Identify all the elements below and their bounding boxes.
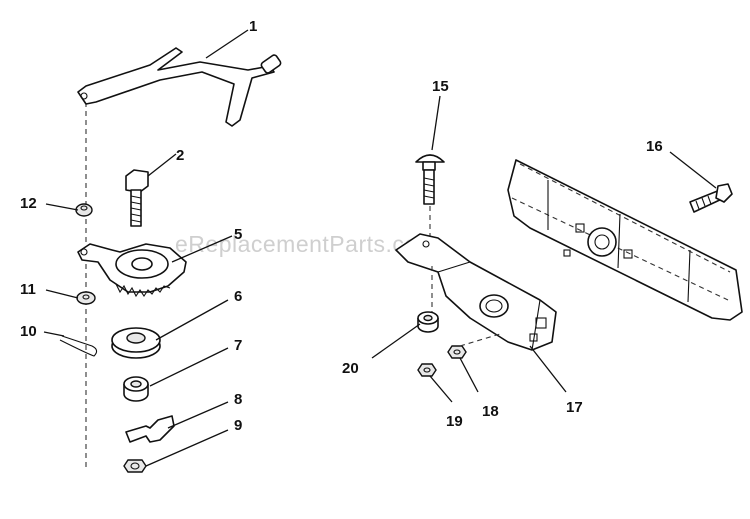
part-19-nut[interactable]: [417, 363, 437, 377]
part-12-nut[interactable]: [75, 203, 93, 217]
part-6-bushing[interactable]: [111, 327, 161, 359]
callout-17: 17: [566, 399, 583, 416]
leader-16: [669, 151, 717, 189]
callout-6: 6: [234, 288, 242, 305]
leader-7: [149, 347, 229, 387]
part-15-carriage-bolt[interactable]: [415, 154, 445, 205]
part-17-bracket[interactable]: [395, 233, 557, 351]
callout-9: 9: [234, 417, 242, 434]
leader-2: [147, 153, 177, 177]
leader-8: [167, 401, 229, 429]
callout-5: 5: [234, 226, 242, 243]
callout-2: 2: [176, 147, 184, 164]
nut-axis-line: [459, 333, 501, 347]
leader-10: [43, 331, 65, 337]
callout-20: 20: [342, 360, 359, 377]
callout-11: 11: [20, 281, 36, 298]
part-7-spacer[interactable]: [123, 376, 149, 402]
part-11-washer[interactable]: [76, 291, 96, 305]
callout-18: 18: [482, 403, 499, 420]
leader-12: [45, 203, 79, 211]
callout-10: 10: [20, 323, 37, 340]
leader-19: [429, 375, 453, 403]
leader-18: [459, 357, 479, 393]
watermark: eReplacementParts.com: [175, 231, 437, 257]
leader-20: [371, 323, 421, 359]
callout-8: 8: [234, 391, 242, 408]
leader-1: [205, 29, 249, 59]
callout-16: 16: [646, 138, 663, 155]
callout-7: 7: [234, 337, 242, 354]
leader-5: [171, 235, 233, 263]
leader-9: [145, 429, 229, 467]
part-5-sector-gear[interactable]: [77, 243, 187, 298]
part-1-shift-rod[interactable]: [77, 47, 282, 127]
part-9-nut[interactable]: [123, 459, 147, 473]
leader-6: [155, 299, 229, 341]
leader-17: [529, 345, 567, 393]
part-20-spacer[interactable]: [417, 311, 439, 333]
leader-11: [45, 289, 79, 299]
part-10-cotter-pin[interactable]: [59, 335, 98, 357]
callout-1: 1: [249, 18, 257, 35]
frame-rail: [507, 159, 743, 321]
callout-12: 12: [20, 195, 37, 212]
part-16-bolt[interactable]: [689, 183, 733, 213]
part-2-bolt[interactable]: [125, 169, 149, 227]
part-18-nut[interactable]: [447, 345, 467, 359]
part-8-clip[interactable]: [125, 415, 175, 443]
callout-15: 15: [432, 78, 449, 95]
leader-15: [431, 95, 441, 151]
callout-19: 19: [446, 413, 463, 430]
